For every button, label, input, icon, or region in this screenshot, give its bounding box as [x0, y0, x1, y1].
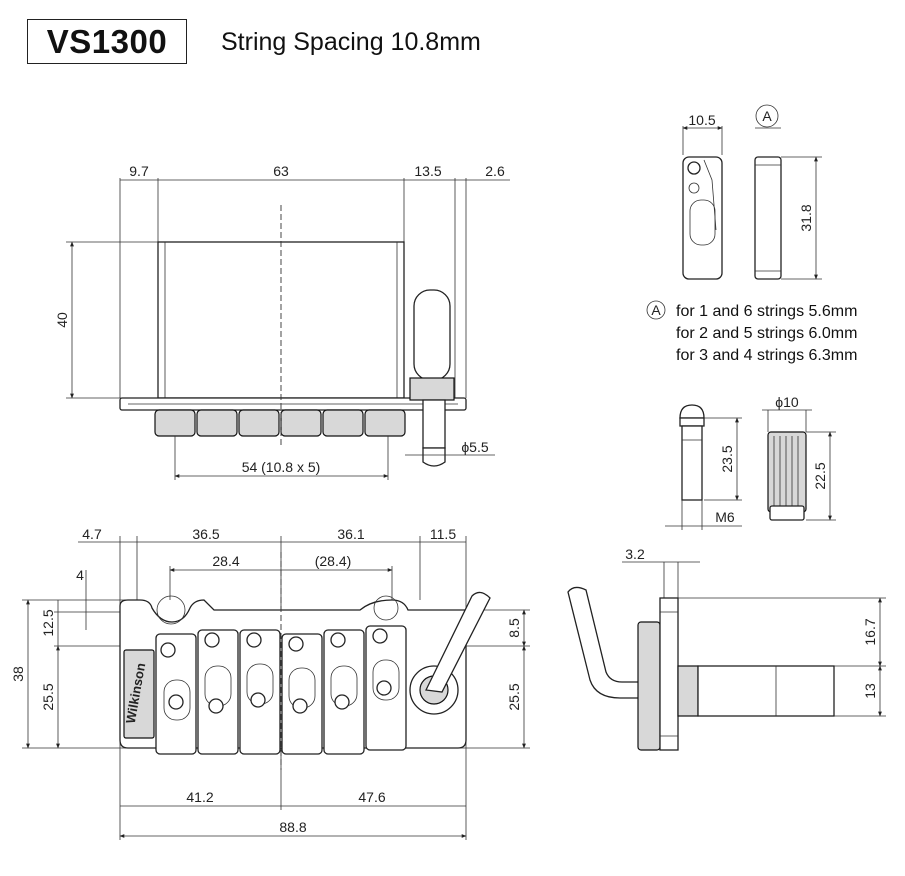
- saddle-dim-height: 31.8: [798, 204, 814, 231]
- top-dim-upper-right: 8.5: [506, 618, 522, 638]
- top-dim-left-edge: 4.7: [82, 526, 102, 542]
- top-dim-total-height: 38: [10, 666, 26, 682]
- saddle-marker: A: [762, 108, 772, 124]
- saddle-dim-width: 10.5: [688, 112, 715, 128]
- top-dim-bottom-left: 41.2: [186, 789, 213, 805]
- front-dim-height: 40: [54, 312, 70, 328]
- note-strings-1-6: for 1 and 6 strings 5.6mm: [676, 303, 857, 320]
- note-strings-2-5: for 2 and 5 strings 6.0mm: [676, 325, 857, 342]
- stud-thread: M6: [715, 509, 735, 525]
- front-dim-arm-offset: 2.6: [485, 163, 505, 179]
- notes-marker: A: [651, 302, 661, 318]
- saddle-view: 10.5 A 31.8: [682, 104, 822, 280]
- anchor-height: 22.5: [812, 462, 828, 489]
- top-dim-bottom-right: 47.6: [358, 789, 385, 805]
- parts-view: 23.5 M6 ϕ10 22.5: [665, 394, 836, 530]
- top-dim-right-half: 36.1: [337, 526, 364, 542]
- front-dim-left-offset: 9.7: [129, 163, 149, 179]
- top-dim-lower-left: 25.5: [40, 683, 56, 710]
- top-dim-left-half: 36.5: [192, 526, 219, 542]
- top-dim-upper-left: 12.5: [40, 609, 56, 636]
- top-dim-small: 4: [76, 567, 84, 583]
- top-dim-overall: 88.8: [279, 819, 306, 835]
- model-title: VS1300: [27, 19, 187, 64]
- front-dim-right-offset: 13.5: [414, 163, 441, 179]
- side-dim-plate: 3.2: [625, 546, 645, 562]
- front-view: 9.7 63 13.5 2.6 40 ϕ5.5: [54, 163, 510, 480]
- front-dim-arm-dia: ϕ5.5: [461, 439, 489, 455]
- top-dim-stud-right: (28.4): [315, 553, 352, 569]
- saddle-row: [155, 625, 407, 755]
- note-strings-3-4: for 3 and 4 strings 6.3mm: [676, 347, 857, 364]
- front-dim-string-span: 54 (10.8 x 5): [242, 459, 321, 475]
- top-dim-stud-left: 28.4: [212, 553, 239, 569]
- anchor-diameter: ϕ10: [775, 394, 799, 410]
- string-spacing-label: String Spacing 10.8mm: [221, 28, 481, 56]
- front-dim-width: 63: [273, 163, 289, 179]
- side-view: 3.2 16.7 13: [567, 546, 886, 751]
- top-dim-lower-right: 25.5: [506, 683, 522, 710]
- side-dim-block-height: 16.7: [862, 618, 878, 645]
- top-dim-right-edge: 11.5: [430, 526, 456, 542]
- stud-height: 23.5: [719, 445, 735, 472]
- top-view: 4.7 36.5 36.1 11.5 28.4 (28.4) 38 12.5 2…: [10, 526, 530, 840]
- side-dim-block-lower: 13: [862, 683, 878, 699]
- saddle-notes: A for 1 and 6 strings 5.6mm for 2 and 5 …: [646, 300, 857, 364]
